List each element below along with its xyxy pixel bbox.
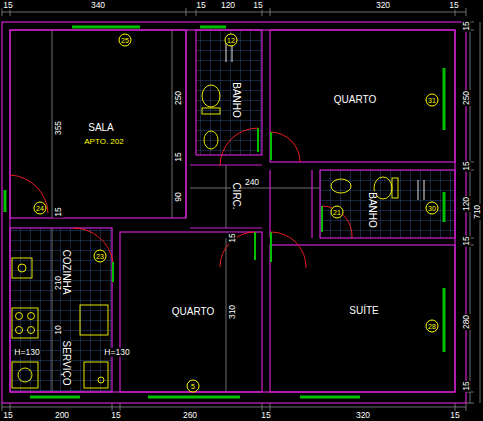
dimension-text: 15 (462, 20, 471, 31)
callout-number: 23 (94, 250, 107, 263)
room-area: BANHO (196, 30, 262, 155)
dimension-text: 200 (54, 411, 70, 420)
dimension-text: 15 (110, 411, 121, 420)
dimension-text: 320 (355, 411, 371, 420)
room-label: QUARTO (333, 95, 377, 105)
dimension-text: 240 (244, 178, 260, 187)
room-area: QUARTO (120, 232, 262, 392)
dimension-text: 320 (375, 1, 391, 10)
dimension-text: 260 (182, 411, 198, 420)
dimension-text: 310 (228, 304, 237, 320)
dimension-text: 15 (54, 206, 63, 217)
room-label: SERVIÇO (61, 340, 71, 387)
dimension-text: 250 (462, 90, 471, 106)
dimension-text: 15 (260, 411, 271, 420)
room-label: APTO. 202 (83, 138, 124, 146)
dimension-text: 90 (174, 191, 183, 202)
dimension-text: 340 (90, 1, 106, 10)
room-label: CIRC. (231, 181, 241, 210)
room-label: SUÍTE (348, 306, 379, 316)
dimension-text: 280 (462, 314, 471, 330)
dimension-text: 15 (174, 151, 183, 162)
dimension-text: H=130 (13, 348, 40, 357)
dimension-text: 15 (462, 380, 471, 391)
doors (10, 128, 352, 268)
dimension-text: 15 (448, 1, 459, 10)
dimension-text: 15 (2, 411, 13, 420)
room-label: SALA (87, 123, 115, 133)
callout-number: 31 (426, 94, 439, 107)
callout-number: 21 (331, 206, 344, 219)
dimension-text: 15 (462, 160, 471, 171)
dimension-text: 250 (174, 90, 183, 106)
room-area: CIRC. (196, 162, 262, 228)
dimension-text: 15 (462, 235, 471, 246)
room-label: QUARTO (171, 307, 215, 317)
tiles (10, 30, 455, 392)
room-label: BANHO (367, 191, 377, 229)
room-area: SALA APTO. 202 (10, 30, 186, 218)
dimension-text: 15 (252, 1, 263, 10)
room-label: COZINHA (61, 249, 71, 296)
callout-number: 5 (187, 380, 200, 393)
dimension-text: 210 (54, 275, 63, 291)
dimension-text: 10 (54, 324, 63, 335)
dimension-text: 710 (473, 204, 482, 220)
dimension-text: 15 (228, 232, 237, 243)
dimension-text: 355 (54, 120, 63, 136)
dimension-text: 15 (449, 411, 460, 420)
callout-number: 12 (225, 34, 238, 47)
dimension-text: 120 (220, 1, 236, 10)
callout-number: 25 (119, 34, 132, 47)
room-label: BANHO (231, 81, 241, 119)
walls (2, 22, 466, 403)
room-area: SUÍTE (270, 245, 455, 392)
windows (5, 27, 444, 397)
callout-number: 28 (426, 320, 439, 333)
dimension-text: 15 (2, 1, 13, 10)
callout-number: 24 (34, 202, 47, 215)
callout-number: 30 (426, 202, 439, 215)
dimension-lines (2, 8, 480, 411)
fixtures (12, 42, 424, 388)
dimension-text: H=130 (103, 348, 130, 357)
dimension-text: 120 (462, 196, 471, 212)
dimension-text: 15 (195, 1, 206, 10)
